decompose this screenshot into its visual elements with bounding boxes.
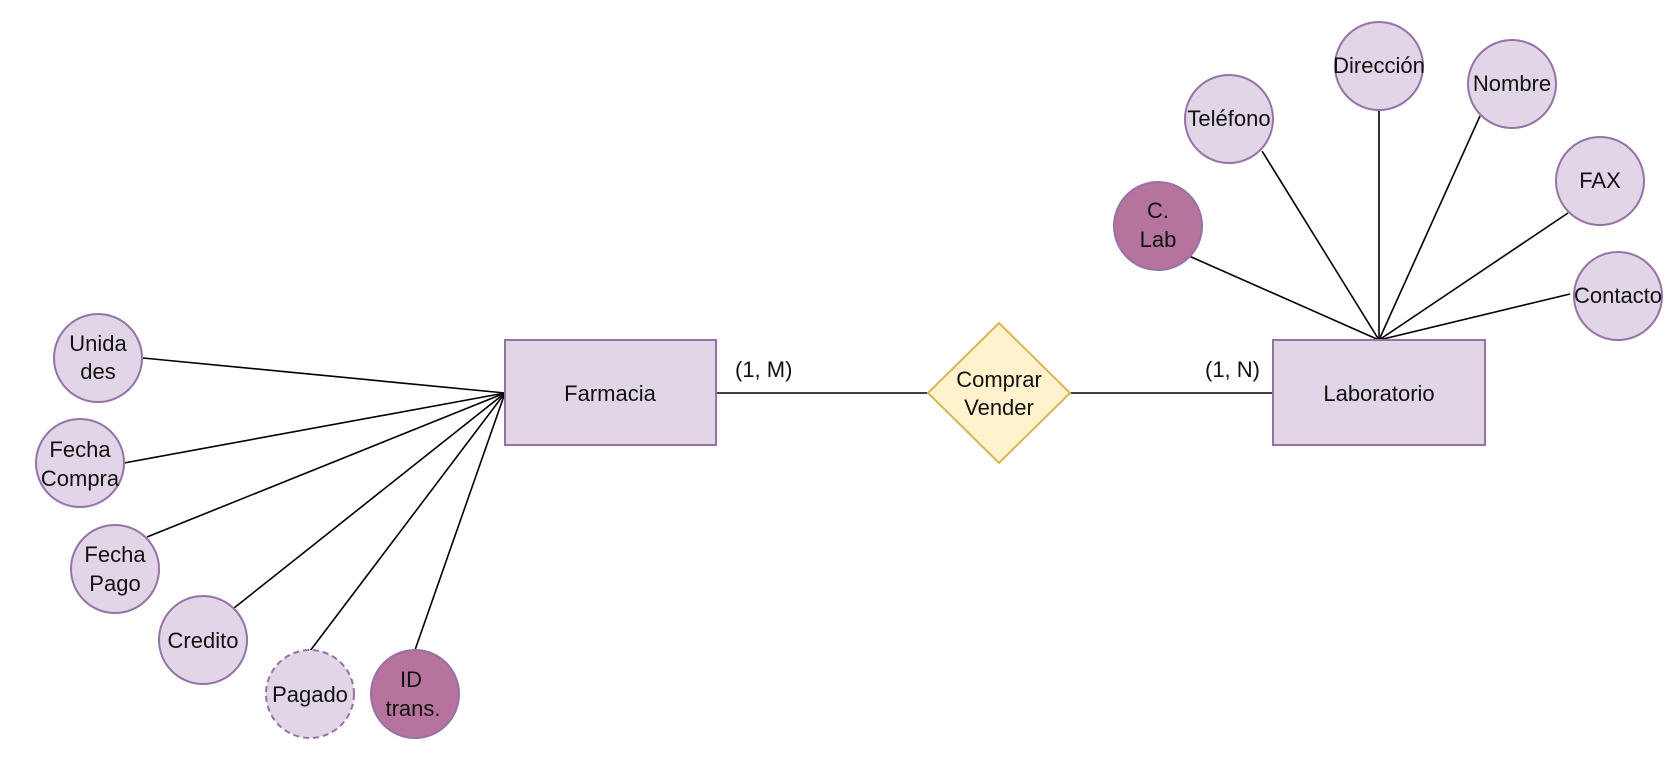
attribute-fecha-pago-label-2: Pago [89,571,140,596]
attribute-c-lab-label-1: C. [1147,198,1169,223]
link-c-lab [1188,255,1380,341]
link-id-trans [414,392,506,651]
link-fax [1378,212,1569,341]
attribute-nombre-label: Nombre [1473,71,1551,96]
attribute-telefono-circle [1184,74,1274,164]
attribute-credito[interactable]: Credito [158,595,248,685]
attribute-telefono[interactable]: Teléfono [1184,74,1274,164]
attribute-c-lab-label-2: Lab [1140,227,1177,252]
entity-farmacia-label: Farmacia [564,381,656,406]
attribute-credito-circle [158,595,248,685]
attribute-id-trans-circle [370,649,460,739]
attribute-nombre[interactable]: Nombre [1467,39,1557,129]
laboratorio-attribute-links [1188,110,1571,341]
attribute-direccion[interactable]: Dirección [1333,21,1425,111]
attribute-credito-label: Credito [168,628,239,653]
relationship-comprar-vender[interactable]: Comprar Vender [926,321,1072,465]
attribute-id-trans-label-2: trans. [385,696,440,721]
relationship-label-line2: Vender [964,395,1034,420]
attribute-nombre-circle [1467,39,1557,129]
attribute-fecha-pago-label-1: Fecha [84,542,146,567]
attribute-fecha-compra-label-2: Compra [41,466,120,491]
attribute-pagado-circle [265,649,355,739]
attribute-unidades-circle [53,313,143,403]
attribute-contacto[interactable]: Contacto [1573,251,1663,341]
attribute-contacto-label: Contacto [1574,283,1662,308]
attribute-fecha-pago-circle [70,524,160,614]
cardinality-right: (1, N) [1205,357,1260,382]
attribute-fax[interactable]: FAX [1555,136,1645,226]
attribute-c-lab-circle [1113,181,1203,271]
attribute-unidades-label-1: Unida [69,331,127,356]
entity-laboratorio[interactable]: Laboratorio [1272,339,1486,446]
entity-laboratorio-label: Laboratorio [1323,381,1434,406]
entity-laboratorio-box [1272,339,1486,446]
cardinality-left: (1, M) [735,357,792,382]
link-unidades [142,357,506,394]
attribute-fecha-compra-label-1: Fecha [49,437,111,462]
relationship-label-line1: Comprar [956,367,1042,392]
attribute-fecha-compra-circle [35,418,125,508]
link-nombre [1378,115,1481,341]
attribute-id-trans-label-1: ID [400,667,422,692]
entity-farmacia[interactable]: Farmacia [504,339,717,446]
attribute-fax-label: FAX [1579,168,1621,193]
entity-farmacia-box [504,339,717,446]
link-credito [233,392,506,609]
link-fecha-pago [146,392,506,538]
attribute-id-trans-key[interactable]: ID trans. [370,649,460,739]
attribute-contacto-circle [1573,251,1663,341]
farmacia-attribute-links [123,357,506,652]
attribute-c-lab-key[interactable]: C. Lab [1113,181,1203,271]
attribute-fecha-pago[interactable]: Fecha Pago [70,524,160,614]
attribute-direccion-circle [1334,21,1424,111]
attribute-unidades-label-2: des [80,359,115,384]
attribute-direccion-label: Dirección [1333,53,1425,78]
attribute-fecha-compra[interactable]: Fecha Compra [35,418,125,508]
attribute-pagado-label: Pagado [272,682,348,707]
attribute-fax-circle [1555,136,1645,226]
link-fecha-compra [123,392,506,464]
attribute-unidades[interactable]: Unida des [53,313,143,403]
attribute-pagado-derived[interactable]: Pagado [265,649,355,739]
relationship-diamond [926,321,1072,465]
attribute-telefono-label: Teléfono [1187,106,1270,131]
link-pagado [309,392,506,652]
link-contacto [1378,293,1571,341]
link-telefono [1261,150,1380,341]
